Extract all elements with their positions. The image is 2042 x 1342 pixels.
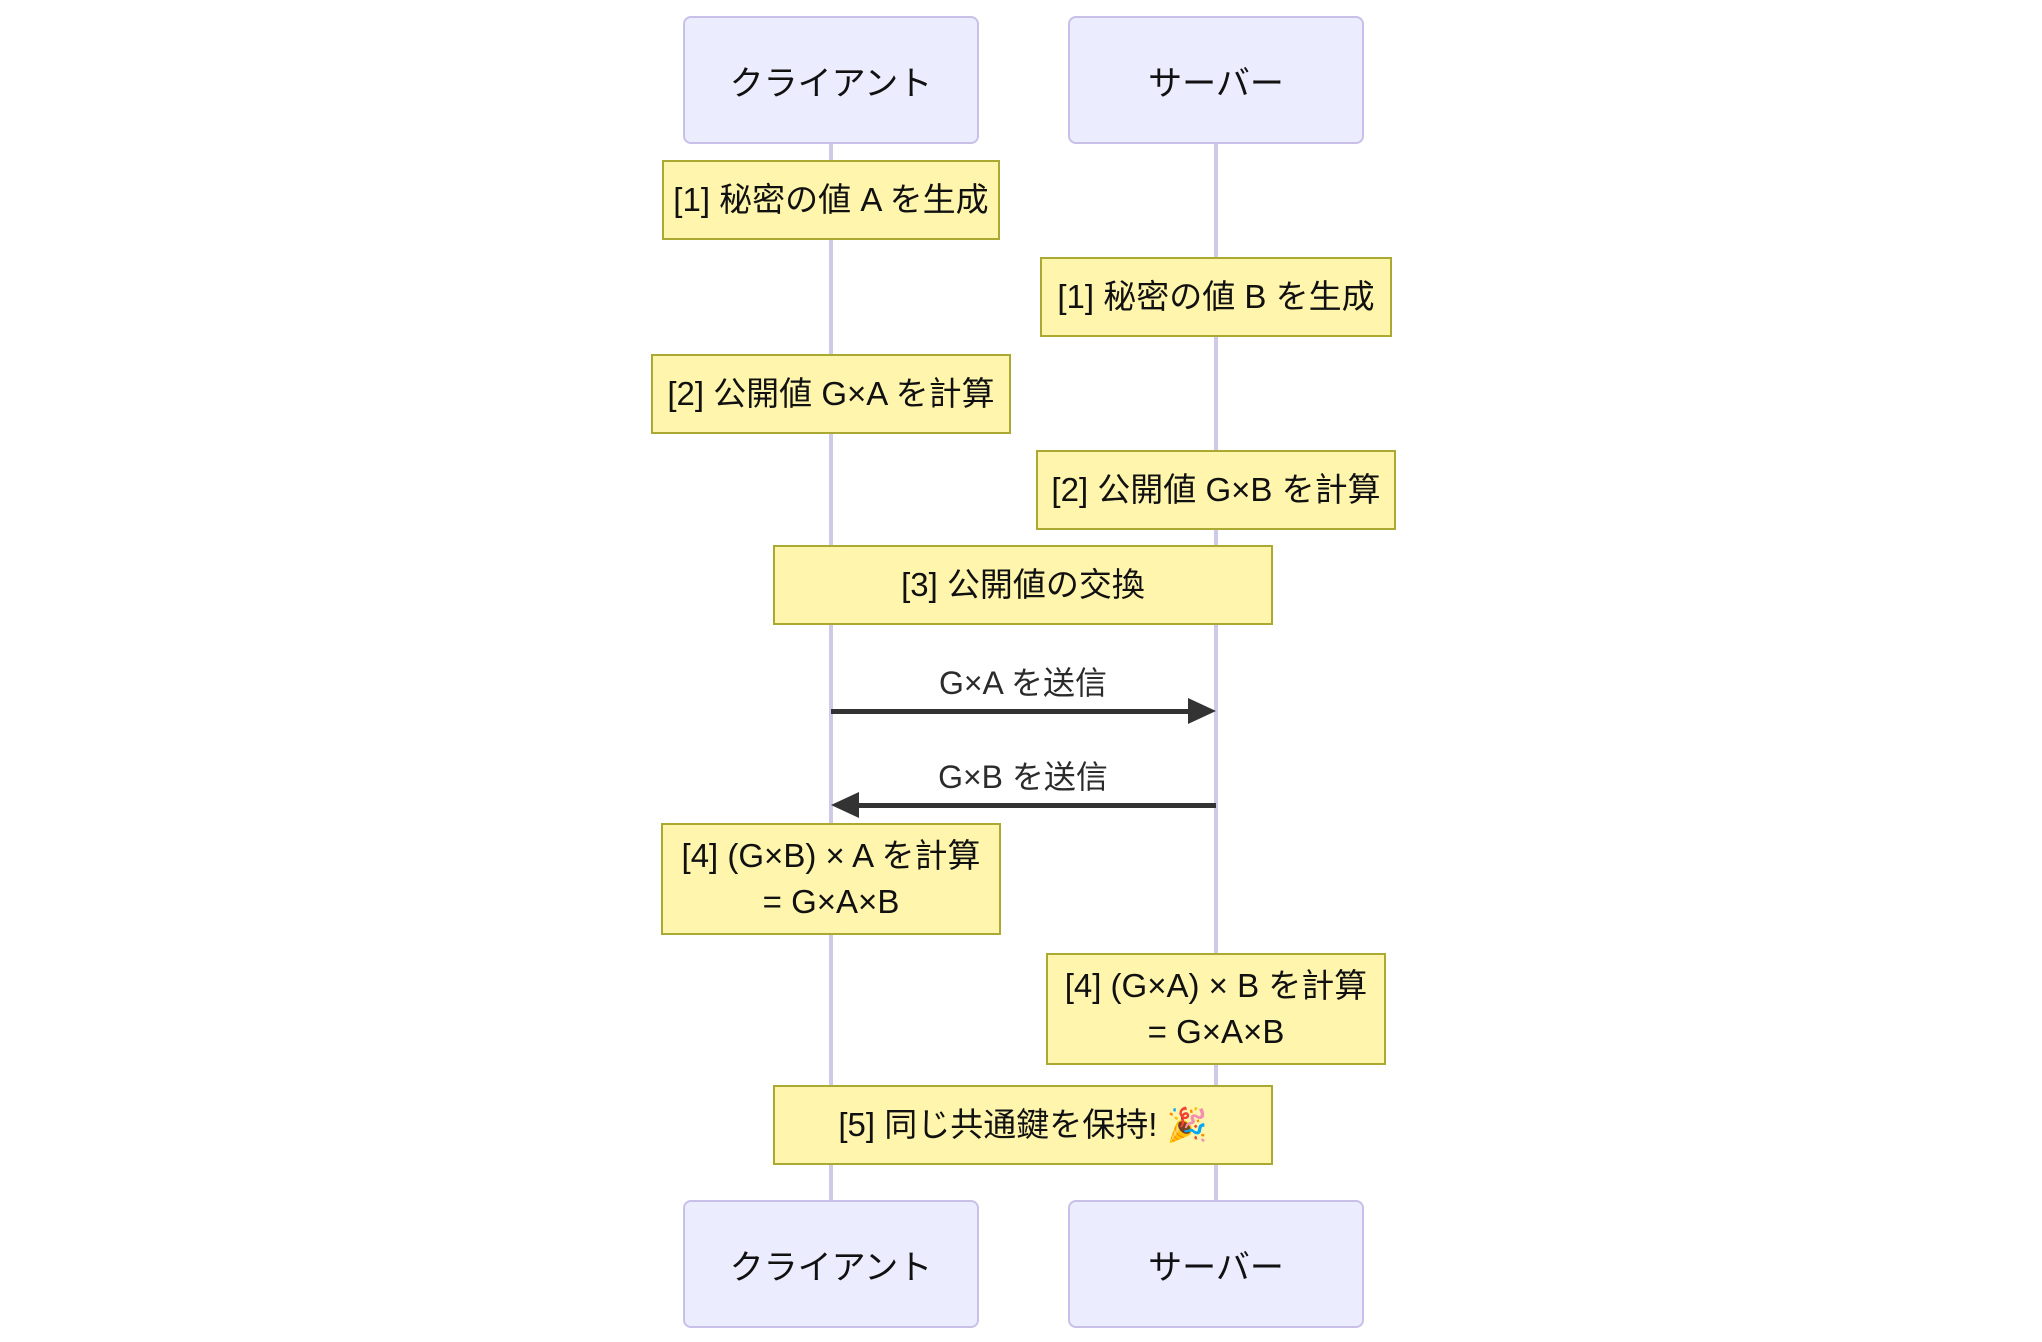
- note-client-2: [2] 公開値 G×A を計算: [651, 354, 1011, 434]
- note-span-3: [3] 公開値の交換: [773, 545, 1273, 625]
- message-1-line: [831, 709, 1191, 714]
- note-server-1-text: [1] 秘密の値 B を生成: [1057, 277, 1375, 315]
- note-server-2-text: [2] 公開値 G×B を計算: [1051, 470, 1381, 508]
- note-span-5-text: [5] 同じ共通鍵を保持! 🎉: [838, 1105, 1208, 1143]
- note-client-1-text: [1] 秘密の値 A を生成: [673, 180, 989, 218]
- actor-label-client: クライアント: [729, 64, 933, 103]
- note-client-1: [1] 秘密の値 A を生成: [662, 160, 1000, 240]
- actor-top-client: クライアント: [683, 16, 979, 144]
- message-2-line: [859, 803, 1216, 808]
- note-server-4-line1: [4] (G×A) × B を計算: [1064, 966, 1368, 1004]
- note-server-2: [2] 公開値 G×B を計算: [1036, 450, 1396, 530]
- message-2-arrowhead-left: [831, 792, 859, 818]
- actor-label-server: サーバー: [1148, 64, 1284, 103]
- note-server-1: [1] 秘密の値 B を生成: [1040, 257, 1392, 337]
- message-2-label: G×B を送信: [938, 759, 1108, 795]
- note-client-4-line1: [4] (G×B) × A を計算: [681, 836, 981, 874]
- actor-label-server-bottom: サーバー: [1148, 1248, 1284, 1287]
- note-client-2-text: [2] 公開値 G×A を計算: [667, 374, 995, 412]
- note-span-3-text: [3] 公開値の交換: [901, 565, 1145, 603]
- lifeline-server: [1214, 144, 1218, 1202]
- note-client-4-line2: = G×A×B: [762, 883, 900, 920]
- message-1-label: G×A を送信: [938, 665, 1108, 701]
- note-server-4: [4] (G×A) × B を計算 = G×A×B: [1046, 953, 1386, 1065]
- actor-top-server: サーバー: [1068, 16, 1364, 144]
- note-span-5: [5] 同じ共通鍵を保持! 🎉: [773, 1085, 1273, 1165]
- actor-bottom-server: サーバー: [1068, 1200, 1364, 1328]
- note-client-4: [4] (G×B) × A を計算 = G×A×B: [661, 823, 1001, 935]
- note-server-4-line2: = G×A×B: [1147, 1013, 1285, 1050]
- actor-bottom-client: クライアント: [683, 1200, 979, 1328]
- message-1-arrowhead-right: [1188, 698, 1216, 724]
- lifeline-client: [829, 144, 833, 1202]
- actor-label-client-bottom: クライアント: [729, 1248, 933, 1287]
